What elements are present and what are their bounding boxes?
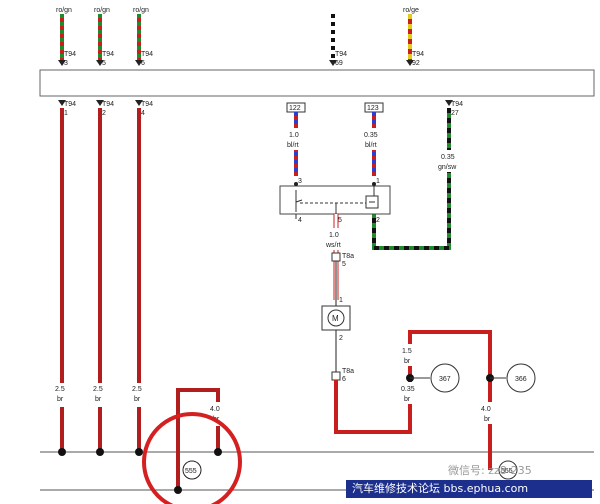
wire-color: br — [404, 358, 411, 365]
motor-symbol: M — [332, 314, 339, 323]
wire-color: ws/rt — [325, 242, 341, 249]
forum-watermark-bar: 汽车维修技术论坛 bbs.ephua.com — [346, 480, 592, 498]
lower-pin-number: 27 — [451, 110, 459, 117]
wire-bl-rt-1: 1.0 bl/rt — [283, 112, 309, 176]
top-wire-pin: 6 — [141, 60, 145, 67]
wire-size: 0.35 — [441, 154, 455, 161]
ground-circle-label: 555 — [185, 468, 197, 475]
top-wire-connector: T94 — [141, 51, 153, 58]
relay-pin: 4 — [298, 217, 302, 224]
top-wire-connector: T94 — [335, 51, 347, 58]
wire-size: 1.0 — [329, 232, 339, 239]
top-wire-5: ro/ge T94 92 — [403, 7, 424, 67]
ground-circle-label: 555 — [501, 468, 513, 475]
wire-size: 4.0 — [210, 406, 220, 413]
motor-pin: 2 — [339, 335, 343, 342]
wire-size: 2.5 — [55, 386, 65, 393]
svg-text:123: 123 — [367, 105, 379, 112]
relay-pin: 2 — [376, 217, 380, 224]
top-wire-pin: 92 — [412, 60, 420, 67]
top-wire-1: ro/gn T94 3 — [56, 7, 76, 67]
wire-color: br — [134, 396, 141, 403]
wire-size: 4.0 — [481, 406, 491, 413]
left-wire-2: 2.5 br — [90, 108, 110, 456]
svg-text:122: 122 — [289, 105, 301, 112]
top-wire-color: ro/gn — [133, 7, 149, 14]
top-wire-pin: 69 — [335, 60, 343, 67]
top-pin-arrows — [58, 60, 414, 66]
top-wire-4: T94 69 — [331, 10, 347, 67]
lower-pin-connector: T94 — [102, 101, 114, 108]
svg-text:6: 6 — [342, 376, 346, 383]
wire-size: 0.35 — [364, 132, 378, 139]
wire-color: br — [484, 416, 491, 423]
ref-box-123: 123 — [364, 102, 384, 113]
top-wire-connector: T94 — [412, 51, 424, 58]
top-wire-2: ro/gn T94 5 — [94, 7, 114, 67]
motor: M 1 2 — [321, 297, 351, 342]
wire-1-5-br: 1.5 br 0.35 br 367 366 4.0 br 555 — [334, 330, 536, 480]
svg-text:T8a: T8a — [342, 253, 354, 260]
relay-pin: 1 — [376, 178, 380, 185]
left-wire-3: 2.5 br — [129, 108, 149, 456]
lower-pin-connector: T94 — [64, 101, 76, 108]
wire-color: br — [404, 396, 411, 403]
svg-text:5: 5 — [342, 261, 346, 268]
top-wire-color: ro/gn — [94, 7, 110, 14]
lower-pin-connector: T94 — [141, 101, 153, 108]
central-bus — [39, 69, 595, 97]
ref-box-122: 122 — [286, 102, 306, 113]
lower-pin-number: 4 — [141, 110, 145, 117]
left-wire-1: 2.5 br — [52, 108, 72, 456]
top-wire-color: ro/gn — [56, 7, 72, 14]
wire-size: 2.5 — [93, 386, 103, 393]
wire-bl-rt-2: 0.35 bl/rt — [361, 112, 387, 176]
top-wire-pin: 3 — [64, 60, 68, 67]
lower-pin-number: 1 — [64, 110, 68, 117]
lower-pin-number: 2 — [102, 110, 106, 117]
top-wire-connector: T94 — [64, 51, 76, 58]
splice-label: 367 — [439, 376, 451, 383]
wire-size: 1.5 — [402, 348, 412, 355]
top-wire-connector: T94 — [102, 51, 114, 58]
relay-pin: 3 — [298, 178, 302, 185]
wire-size: 1.0 — [289, 132, 299, 139]
relay: 3 1 4 5 2 — [279, 178, 391, 224]
relay-pin: 5 — [338, 217, 342, 224]
wire-color: br — [95, 396, 102, 403]
wire-size: 0.35 — [401, 386, 415, 393]
splice-label: 366 — [515, 376, 527, 383]
wire-color: gn/sw — [438, 164, 457, 171]
top-wire-pin: 5 — [102, 60, 106, 67]
wire-color: br — [57, 396, 64, 403]
wire-color: bl/rt — [365, 142, 377, 149]
motor-pin: 1 — [339, 297, 343, 304]
wire-gn-sw: 0.35 gn/sw — [372, 108, 462, 250]
svg-text:T8a: T8a — [342, 368, 354, 375]
wechat-watermark: 微信号: zz8-235 — [448, 464, 532, 477]
top-wire-color: ro/ge — [403, 7, 419, 14]
ground-wire-555: 4.0 br 555 — [142, 388, 242, 504]
lower-pin-arrows — [58, 100, 453, 106]
lower-pin-connector: T94 — [451, 101, 463, 108]
top-wire-3: ro/gn T94 6 — [133, 7, 153, 67]
wire-size: 2.5 — [132, 386, 142, 393]
wire-color: bl/rt — [287, 142, 299, 149]
